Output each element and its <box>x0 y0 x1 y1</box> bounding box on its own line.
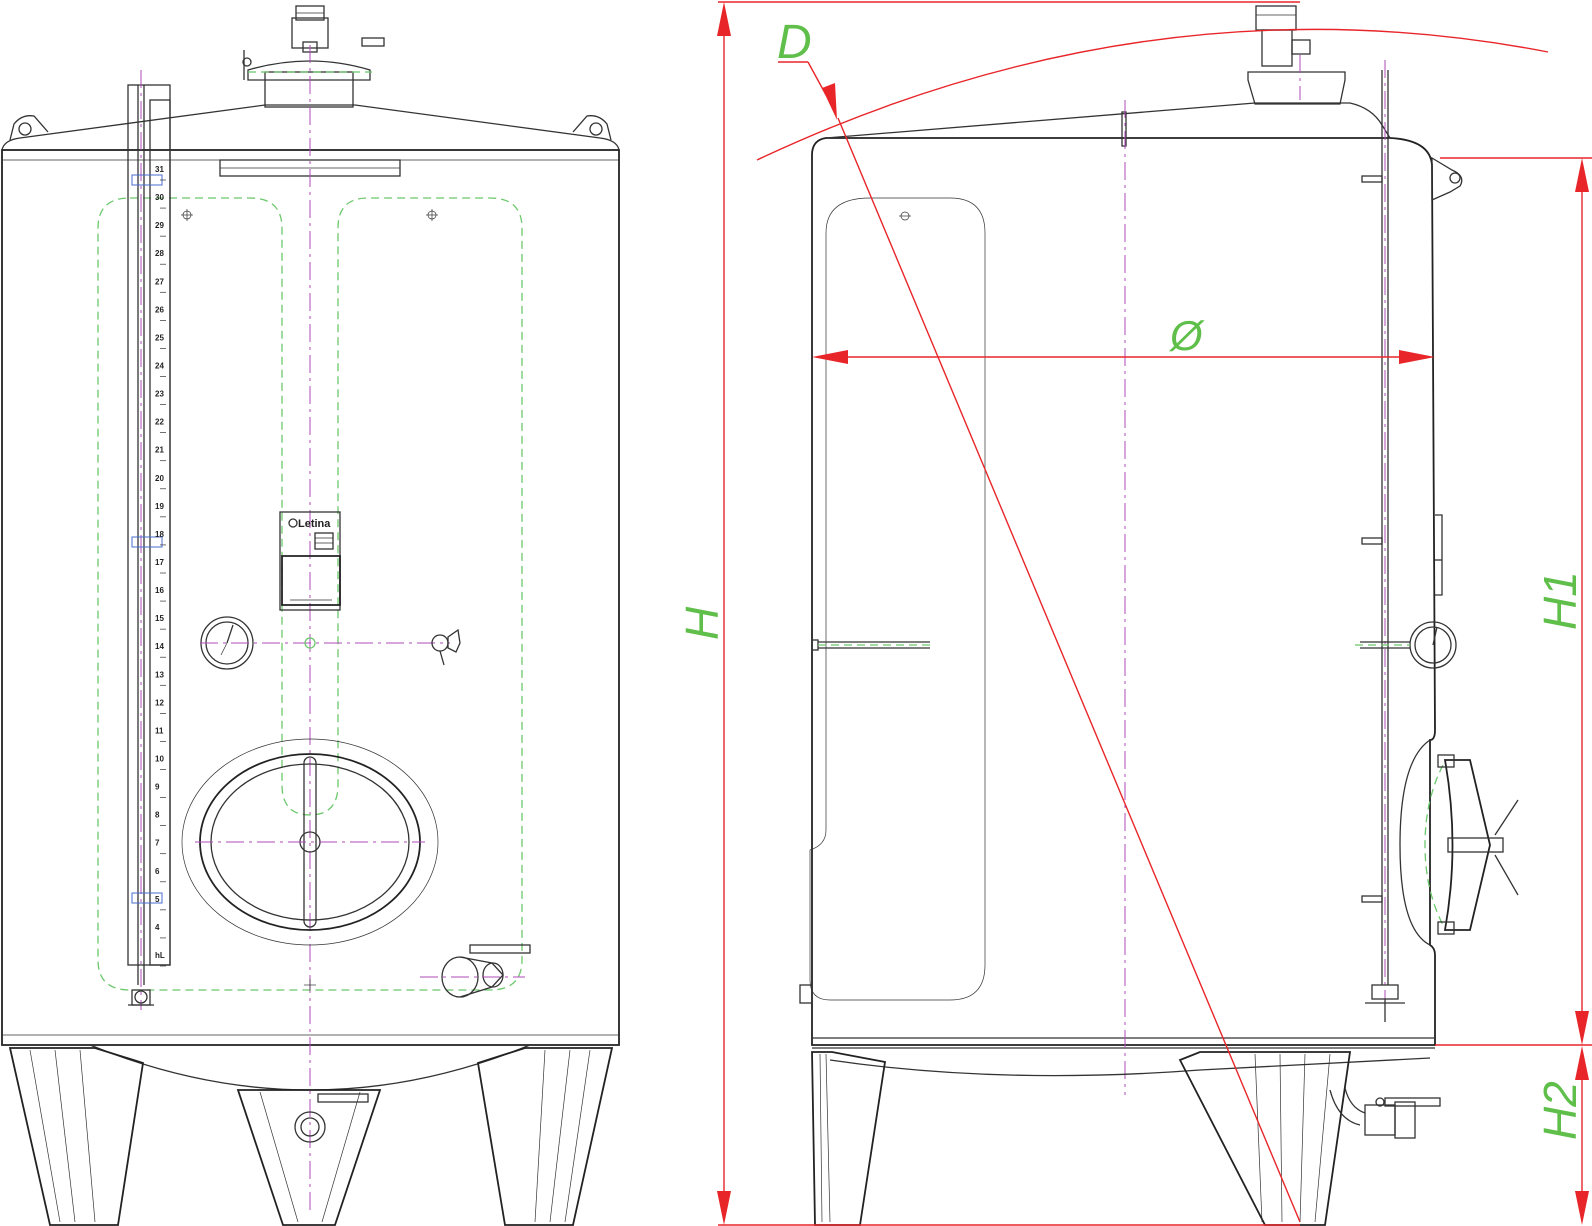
dimension-label-h2: H2 <box>1534 1081 1586 1140</box>
level-scale-marks: 31 30 29 28 27 26 25 24 23 22 21 20 19 18 17 16 15 14 13 12… <box>155 165 166 967</box>
level-scale-label: 26 <box>155 305 164 314</box>
brand-label: Letina <box>298 518 331 530</box>
side-cooling-jacket <box>809 197 986 1001</box>
level-scale-label: 22 <box>155 418 164 427</box>
jacket-inlet-marks <box>181 209 438 991</box>
lifting-lug-left <box>9 115 49 141</box>
level-scale-label: 30 <box>155 193 164 202</box>
brand-plate: Letina <box>279 511 341 611</box>
level-scale-label: 25 <box>155 333 164 342</box>
oval-manhole <box>181 738 439 946</box>
level-scale-label: 29 <box>155 221 164 230</box>
side-bottom-cone <box>829 1057 1431 1077</box>
front-leg-left <box>8 1047 145 1226</box>
level-scale-label: 7 <box>155 839 160 848</box>
level-scale-label: 5 <box>155 895 160 904</box>
level-scale-label: 27 <box>155 277 164 286</box>
sample-valve <box>431 628 461 666</box>
level-scale-label: 20 <box>155 474 164 483</box>
side-view <box>799 5 1519 1226</box>
level-scale-label: 23 <box>155 390 164 399</box>
level-scale-label: 14 <box>155 642 164 651</box>
drain-valve <box>420 944 531 998</box>
cooling-jacket-left <box>97 197 523 991</box>
front-leg-center <box>236 1089 382 1226</box>
level-scale-label: 11 <box>155 726 164 735</box>
level-scale-label: 16 <box>155 586 164 595</box>
level-scale-label: 4 <box>155 923 160 932</box>
dimension-label-h1: H1 <box>1534 571 1586 630</box>
lifting-lug-right <box>572 115 612 141</box>
dimension-lines <box>717 1 1592 1226</box>
side-manhole-door <box>1399 739 1519 946</box>
dimension-label-d: D <box>777 16 812 69</box>
level-scale-label: 28 <box>155 249 164 258</box>
level-scale-label: 31 <box>155 165 164 174</box>
level-scale-label: 8 <box>155 811 160 820</box>
level-scale-label: 21 <box>155 446 164 455</box>
side-leg-left <box>811 1051 887 1226</box>
side-level-gauge <box>1361 60 1405 1022</box>
level-scale-label: 15 <box>155 614 164 623</box>
side-temperature-probe <box>811 639 935 651</box>
level-scale-label: 19 <box>155 502 164 511</box>
level-scale-label: 9 <box>155 783 160 792</box>
level-scale-label: 12 <box>155 698 164 707</box>
level-scale-label: 18 <box>155 530 164 539</box>
side-thermometer <box>1355 621 1457 669</box>
level-gauge <box>127 70 171 1010</box>
front-view: 31 30 29 28 27 26 25 24 23 22 21 20 19 18 17 16 15 14 13 12… <box>1 5 620 1226</box>
top-manhole <box>242 5 385 108</box>
side-tank-shell <box>811 137 1436 1046</box>
level-scale-label: 13 <box>155 670 164 679</box>
side-top-manhole <box>1247 5 1346 105</box>
side-leg-right <box>1178 1051 1352 1226</box>
side-top-cone <box>825 102 1391 139</box>
dimension-label-h: H <box>676 606 728 640</box>
dimension-label-diameter: Ø <box>1168 312 1205 359</box>
side-bottom-outlet <box>1329 1087 1441 1139</box>
bottom-outlet <box>294 1093 369 1143</box>
dimension-labels: D Ø H H1 H2 <box>676 16 1586 1140</box>
side-lifting-lug <box>1431 156 1463 202</box>
level-scale-label: 6 <box>155 867 160 876</box>
level-scale-label: hL <box>155 951 165 960</box>
level-scale-label: 10 <box>155 755 164 764</box>
level-scale-label: 17 <box>155 558 164 567</box>
level-scale-label: 24 <box>155 362 164 371</box>
front-leg-right <box>476 1047 614 1226</box>
front-top-cone <box>1 104 620 151</box>
